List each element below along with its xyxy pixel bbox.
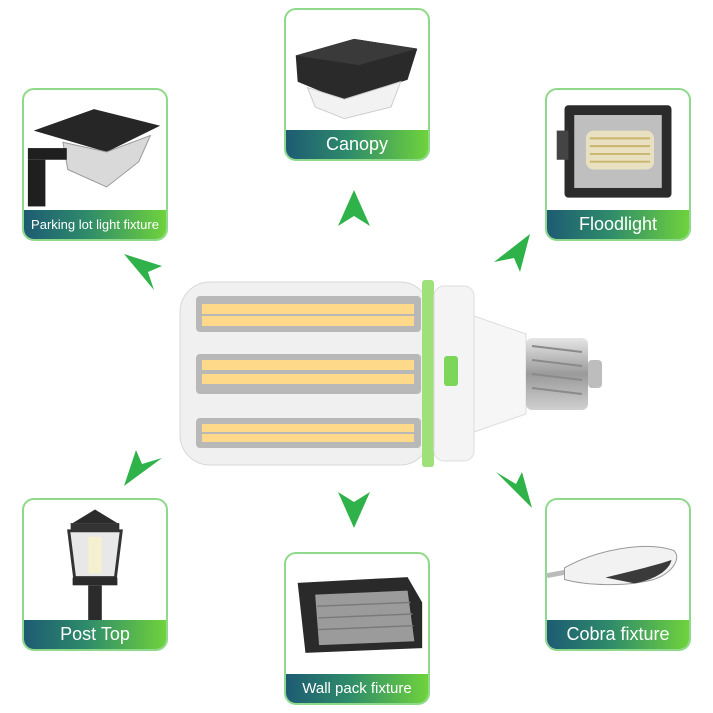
post-top-label: Post Top [24,620,166,649]
card-post-top[interactable]: Post Top [22,498,168,651]
arrow-down-right-icon [496,472,532,508]
card-wall-pack[interactable]: Wall pack fixture [284,552,430,705]
card-cobra[interactable]: Cobra fixture [545,498,691,651]
arrow-up-left-icon [124,254,162,290]
cobra-label: Cobra fixture [547,620,689,649]
parking-lot-label: Parking lot light fixture [24,210,166,239]
canopy-label: Canopy [286,130,428,159]
parking-lot-fixture-image [27,109,161,207]
card-canopy[interactable]: Canopy [284,8,430,161]
card-parking-lot[interactable]: Parking lot light fixture [22,88,168,241]
arrow-down-icon [338,492,370,528]
floodlight-fixture-image [556,105,672,198]
arrow-up-right-icon [494,234,530,272]
cobra-fixture-image [547,545,678,586]
wall-pack-fixture-image [297,577,423,653]
corn-led-bulb-image [179,280,602,467]
wall-pack-label: Wall pack fixture [286,674,428,703]
floodlight-label: Floodlight [547,210,689,239]
arrow-up-icon [338,190,370,226]
post-top-fixture-image [67,509,123,621]
arrow-down-left-icon [124,450,162,486]
canopy-fixture-image [295,38,418,120]
card-floodlight[interactable]: Floodlight [545,88,691,241]
